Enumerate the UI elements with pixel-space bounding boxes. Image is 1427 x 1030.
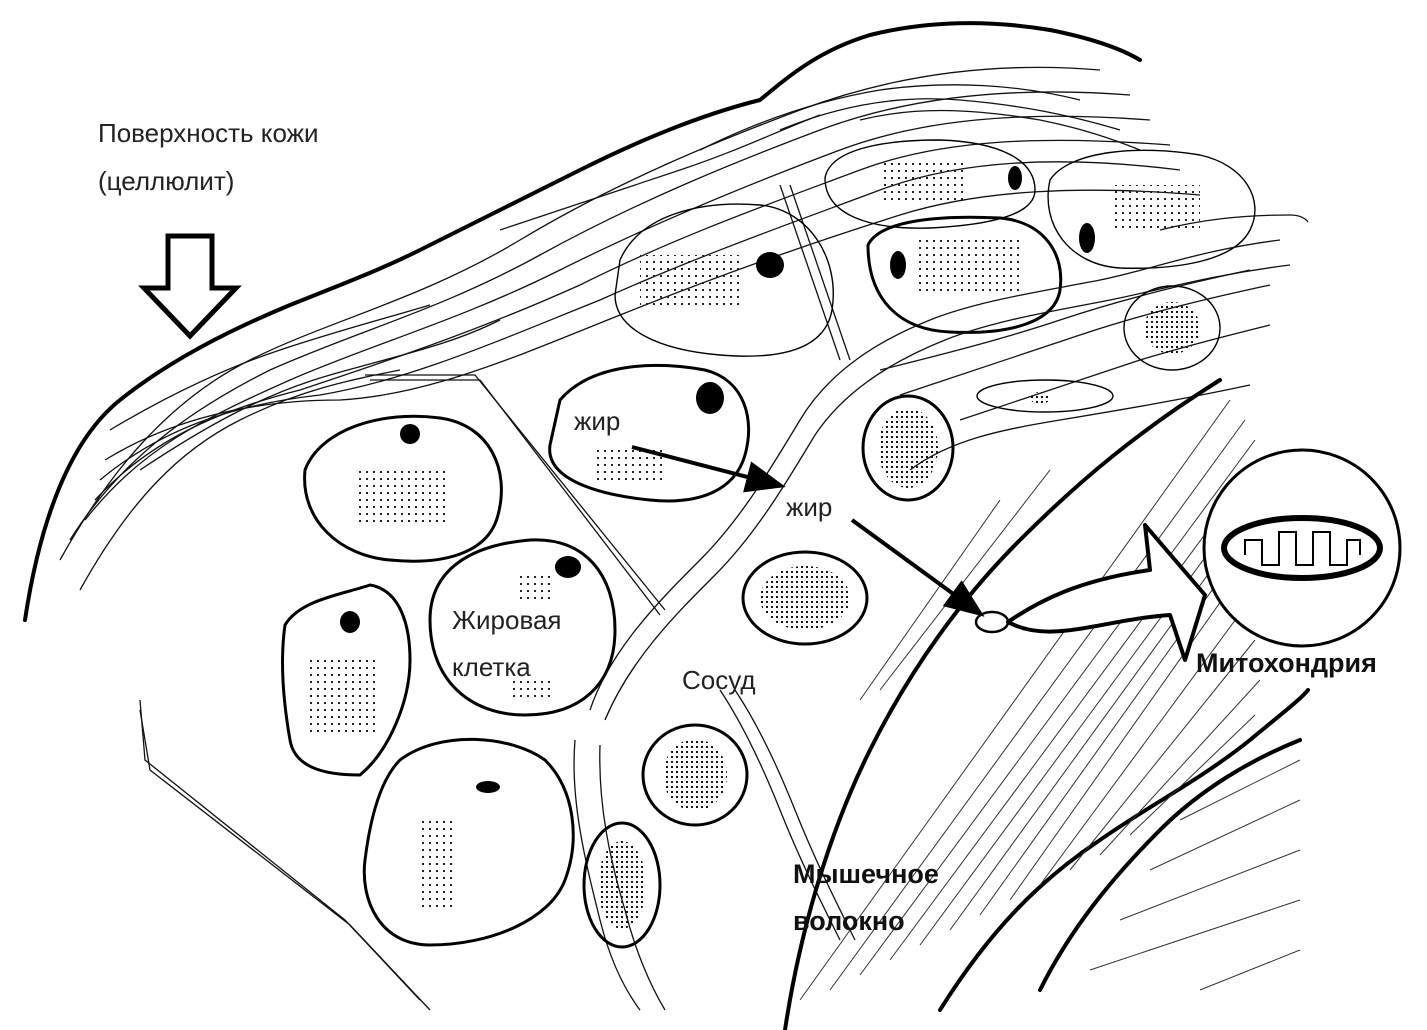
down-arrow-icon — [144, 236, 236, 336]
nucleus — [890, 251, 906, 279]
nucleus — [756, 252, 784, 278]
mitochondrion-callout — [1204, 450, 1400, 646]
nucleus — [400, 424, 420, 444]
skin-surface-line — [25, 23, 1140, 620]
nucleus — [696, 382, 724, 414]
label-fat-cell-line2: клетка — [452, 652, 531, 682]
label-skin-surface-line1: Поверхность кожи — [98, 118, 319, 148]
fat-cell — [305, 416, 502, 561]
fat-cell — [615, 204, 833, 356]
nucleus — [555, 556, 581, 578]
fat-droplet — [976, 612, 1008, 632]
nucleus — [1079, 223, 1095, 253]
label-fat-in-cell: жир — [574, 406, 620, 436]
label-mitochondrion: Митохондрия — [1196, 648, 1377, 678]
nucleus — [476, 781, 500, 793]
label-muscle-fiber-line1: Мышечное — [793, 859, 939, 889]
red-blood-cell — [584, 823, 660, 947]
label-skin-surface-line2: (целлюлит) — [98, 166, 234, 196]
label-fat-cell-line1: Жировая — [452, 605, 562, 635]
label-fat-in-vessel: жир — [786, 492, 832, 522]
fat-cell — [825, 140, 1035, 228]
fat-cell — [283, 585, 410, 775]
nucleus — [340, 611, 360, 633]
arrow-to-mitochondrion — [1008, 525, 1205, 660]
fat-cell — [1048, 150, 1255, 268]
flat-cell — [977, 380, 1113, 412]
label-muscle-fiber-line2: волокно — [793, 906, 905, 936]
fat-cells — [283, 140, 1255, 945]
nucleus — [1008, 166, 1022, 190]
red-blood-cell — [1124, 286, 1220, 370]
red-blood-cell — [863, 396, 953, 500]
labels: Поверхность кожи (целлюлит) жир жир Жиро… — [98, 118, 1377, 936]
red-blood-cell — [643, 725, 747, 825]
arrow-vessel-to-muscle — [852, 520, 978, 612]
red-blood-cell — [743, 552, 867, 644]
fat-cell — [364, 739, 573, 945]
label-vessel: Сосуд — [682, 665, 756, 695]
mitochondrion-icon — [1224, 518, 1380, 578]
